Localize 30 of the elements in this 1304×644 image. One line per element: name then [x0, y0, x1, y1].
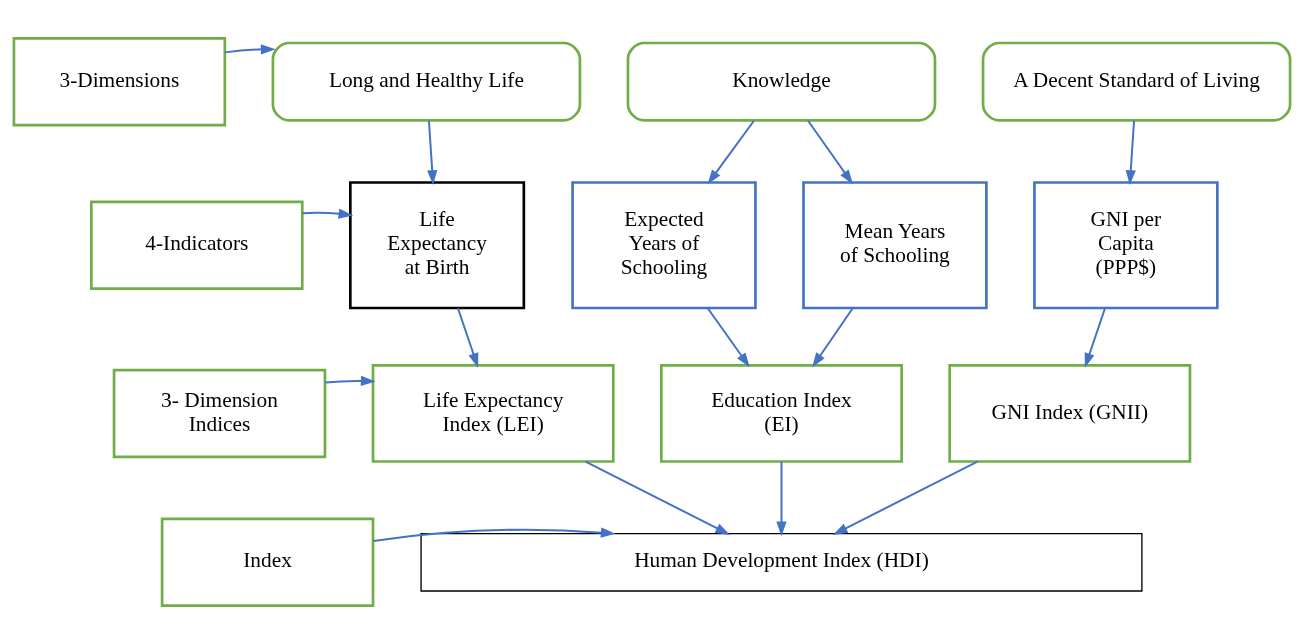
arrow [807, 119, 853, 185]
arrow [812, 307, 854, 368]
arrow [707, 119, 755, 185]
arrow [427, 119, 438, 185]
node-box: GNI Index (GNII) [948, 364, 1192, 463]
arrow [584, 460, 731, 535]
node-box: Life Expectancy at Birth [349, 181, 526, 310]
arrow [776, 460, 787, 537]
arrow [456, 307, 479, 368]
node-box: Index [160, 517, 375, 607]
node-box: Human Development Index (HDI) [420, 532, 1143, 592]
node-box: 3- Dimension Indices [112, 368, 327, 459]
node-box: 4-Indicators [90, 200, 304, 290]
node-box: Life Expectancy Index (LEI) [371, 364, 615, 463]
node-box: 3-Dimensions [12, 37, 227, 127]
node-box: A Decent Standard of Living [981, 41, 1292, 122]
node-box: Expected Years of Schooling [571, 181, 757, 310]
node-box: Mean Years of Schooling [802, 181, 988, 310]
arrow [1084, 307, 1106, 368]
arrow [301, 208, 354, 219]
arrow [223, 44, 276, 55]
node-box: Education Index (EI) [660, 364, 903, 463]
node-box: Knowledge [626, 41, 937, 122]
arrow [706, 307, 750, 368]
arrow [372, 527, 616, 542]
arrow [324, 375, 376, 387]
arrow [832, 460, 979, 535]
node-box: Long and Healthy Life [271, 41, 582, 122]
arrow [1125, 119, 1136, 185]
node-box: GNI per Capita (PPP$) [1033, 181, 1219, 310]
